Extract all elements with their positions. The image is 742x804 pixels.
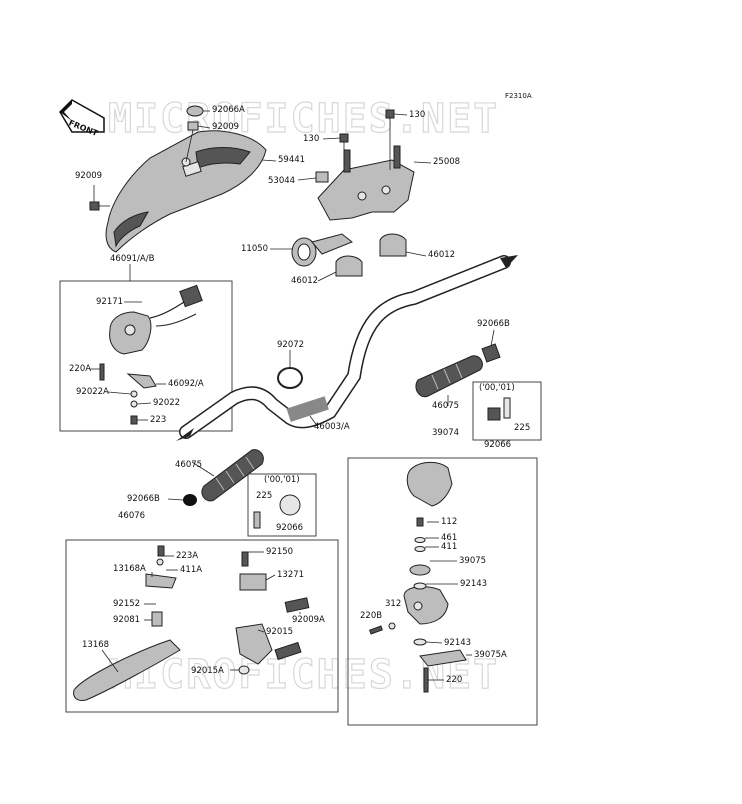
part-label-92081: 92081 — [113, 615, 140, 625]
part-label-00-01-left: ('00,'01) — [264, 475, 300, 485]
part-label-11050: 11050 — [241, 244, 268, 254]
part-label-92022A: 92022A — [76, 387, 109, 397]
part-label-225-left: 225 — [256, 491, 272, 501]
switch-assembly-box — [59, 280, 233, 432]
part-label-46075-left: 46075 — [175, 460, 202, 470]
switch-13271 — [239, 551, 267, 591]
washers-92022 — [130, 390, 138, 408]
handlebar-cover — [105, 130, 267, 253]
cap-92066A — [186, 105, 204, 117]
part-label-46091: 46091/A/B — [110, 254, 155, 264]
part-label-92066A-top: 92066A — [212, 105, 245, 115]
clutch-bracket — [145, 545, 177, 627]
lever-46092 — [126, 373, 157, 389]
part-label-46076: 46076 — [118, 511, 145, 521]
part-label-46092: 46092/A — [168, 379, 204, 389]
grip-46075-right — [415, 355, 483, 398]
part-label-92066-right: 92066 — [484, 440, 511, 450]
watermark-top: MICROFICHES.NET — [108, 96, 499, 142]
weight-box-left — [247, 473, 317, 537]
cap-92066B-left — [183, 494, 197, 506]
part-label-220: 220 — [446, 675, 462, 685]
part-label-92009-top: 92009 — [212, 122, 239, 132]
screw-220A — [99, 363, 105, 381]
part-label-92015A: 92015A — [191, 666, 224, 676]
part-label-25008: 25008 — [433, 157, 460, 167]
lever-13168 — [73, 639, 181, 701]
part-label-130-left: 130 — [303, 134, 319, 144]
screw-223 — [130, 415, 138, 425]
part-label-223A: 223A — [176, 551, 198, 561]
part-label-92152: 92152 — [113, 599, 140, 609]
brake-master-cylinder — [403, 564, 449, 625]
cap-92066B-right — [481, 343, 501, 363]
part-label-00-01-right: ('00,'01) — [479, 383, 515, 393]
part-label-112: 112 — [441, 517, 457, 527]
part-labels: 92066A 92009 130 130 59441 25008 92009 53044 110… — [69, 105, 530, 685]
part-label-411: 411 — [441, 542, 457, 552]
brake-lever-box — [347, 457, 538, 726]
part-label-92143-bottom: 92143 — [444, 638, 471, 648]
part-label-461: 461 — [441, 533, 457, 543]
part-label-53044: 53044 — [268, 176, 295, 186]
part-label-92143-top: 92143 — [460, 579, 487, 589]
part-label-225-right: 225 — [514, 423, 530, 433]
part-label-92066B-right: 92066B — [477, 319, 510, 329]
bracket-25008 — [317, 145, 415, 221]
part-label-92171: 92171 — [96, 297, 123, 307]
clutch-lever-box — [65, 539, 339, 713]
clutch-holder — [235, 597, 310, 675]
handlebar-46003 — [176, 255, 518, 441]
part-label-59441: 59441 — [278, 155, 305, 165]
part-label-220B: 220B — [360, 611, 382, 621]
weight-92066-left — [253, 494, 301, 529]
grip-46075-left — [201, 449, 264, 502]
weight-92066-right — [487, 397, 511, 421]
screw-92009-left — [89, 201, 110, 211]
part-label-92066B-left: 92066B — [127, 494, 160, 504]
weight-box-right — [472, 381, 542, 441]
part-label-92072: 92072 — [277, 340, 304, 350]
leader-lines — [90, 110, 495, 681]
part-label-92009-left: 92009 — [75, 171, 102, 181]
part-label-92009A: 92009A — [292, 615, 325, 625]
part-label-130-right: 130 — [409, 110, 425, 120]
holder-11050 — [291, 233, 353, 267]
part-label-220A: 220A — [69, 364, 91, 374]
part-label-411A: 411A — [180, 565, 202, 575]
part-label-312: 312 — [385, 599, 401, 609]
part-label-92066-left: 92066 — [276, 523, 303, 533]
clamp-92072 — [277, 367, 303, 389]
diagram-code: F2310A — [505, 92, 532, 100]
part-label-46012-right: 46012 — [428, 250, 455, 260]
part-label-39075: 39075 — [459, 556, 486, 566]
damper-53044 — [315, 171, 329, 183]
reservoir-39074 — [406, 461, 453, 507]
part-label-46075-right: 46075 — [432, 401, 459, 411]
holder-46012-right — [379, 233, 407, 257]
part-label-46003: 46003/A — [314, 422, 350, 432]
part-label-39075A: 39075A — [474, 650, 507, 660]
pin-220 — [423, 667, 429, 693]
part-label-92022: 92022 — [153, 398, 180, 408]
part-label-13271: 13271 — [277, 570, 304, 580]
part-label-13168: 13168 — [82, 640, 109, 650]
part-label-92150: 92150 — [266, 547, 293, 557]
part-label-39074: 39074 — [432, 428, 459, 438]
part-label-13168A: 13168A — [113, 564, 146, 574]
part-label-92015: 92015 — [266, 627, 293, 637]
part-label-223: 223 — [150, 415, 166, 425]
small-parts-brake — [369, 517, 427, 646]
switch-46091 — [109, 284, 203, 355]
front-arrow-icon: FRONT — [59, 99, 105, 138]
lever-39075A — [419, 649, 467, 667]
holder-46012-left — [335, 255, 363, 277]
part-label-46012-left: 46012 — [291, 276, 318, 286]
